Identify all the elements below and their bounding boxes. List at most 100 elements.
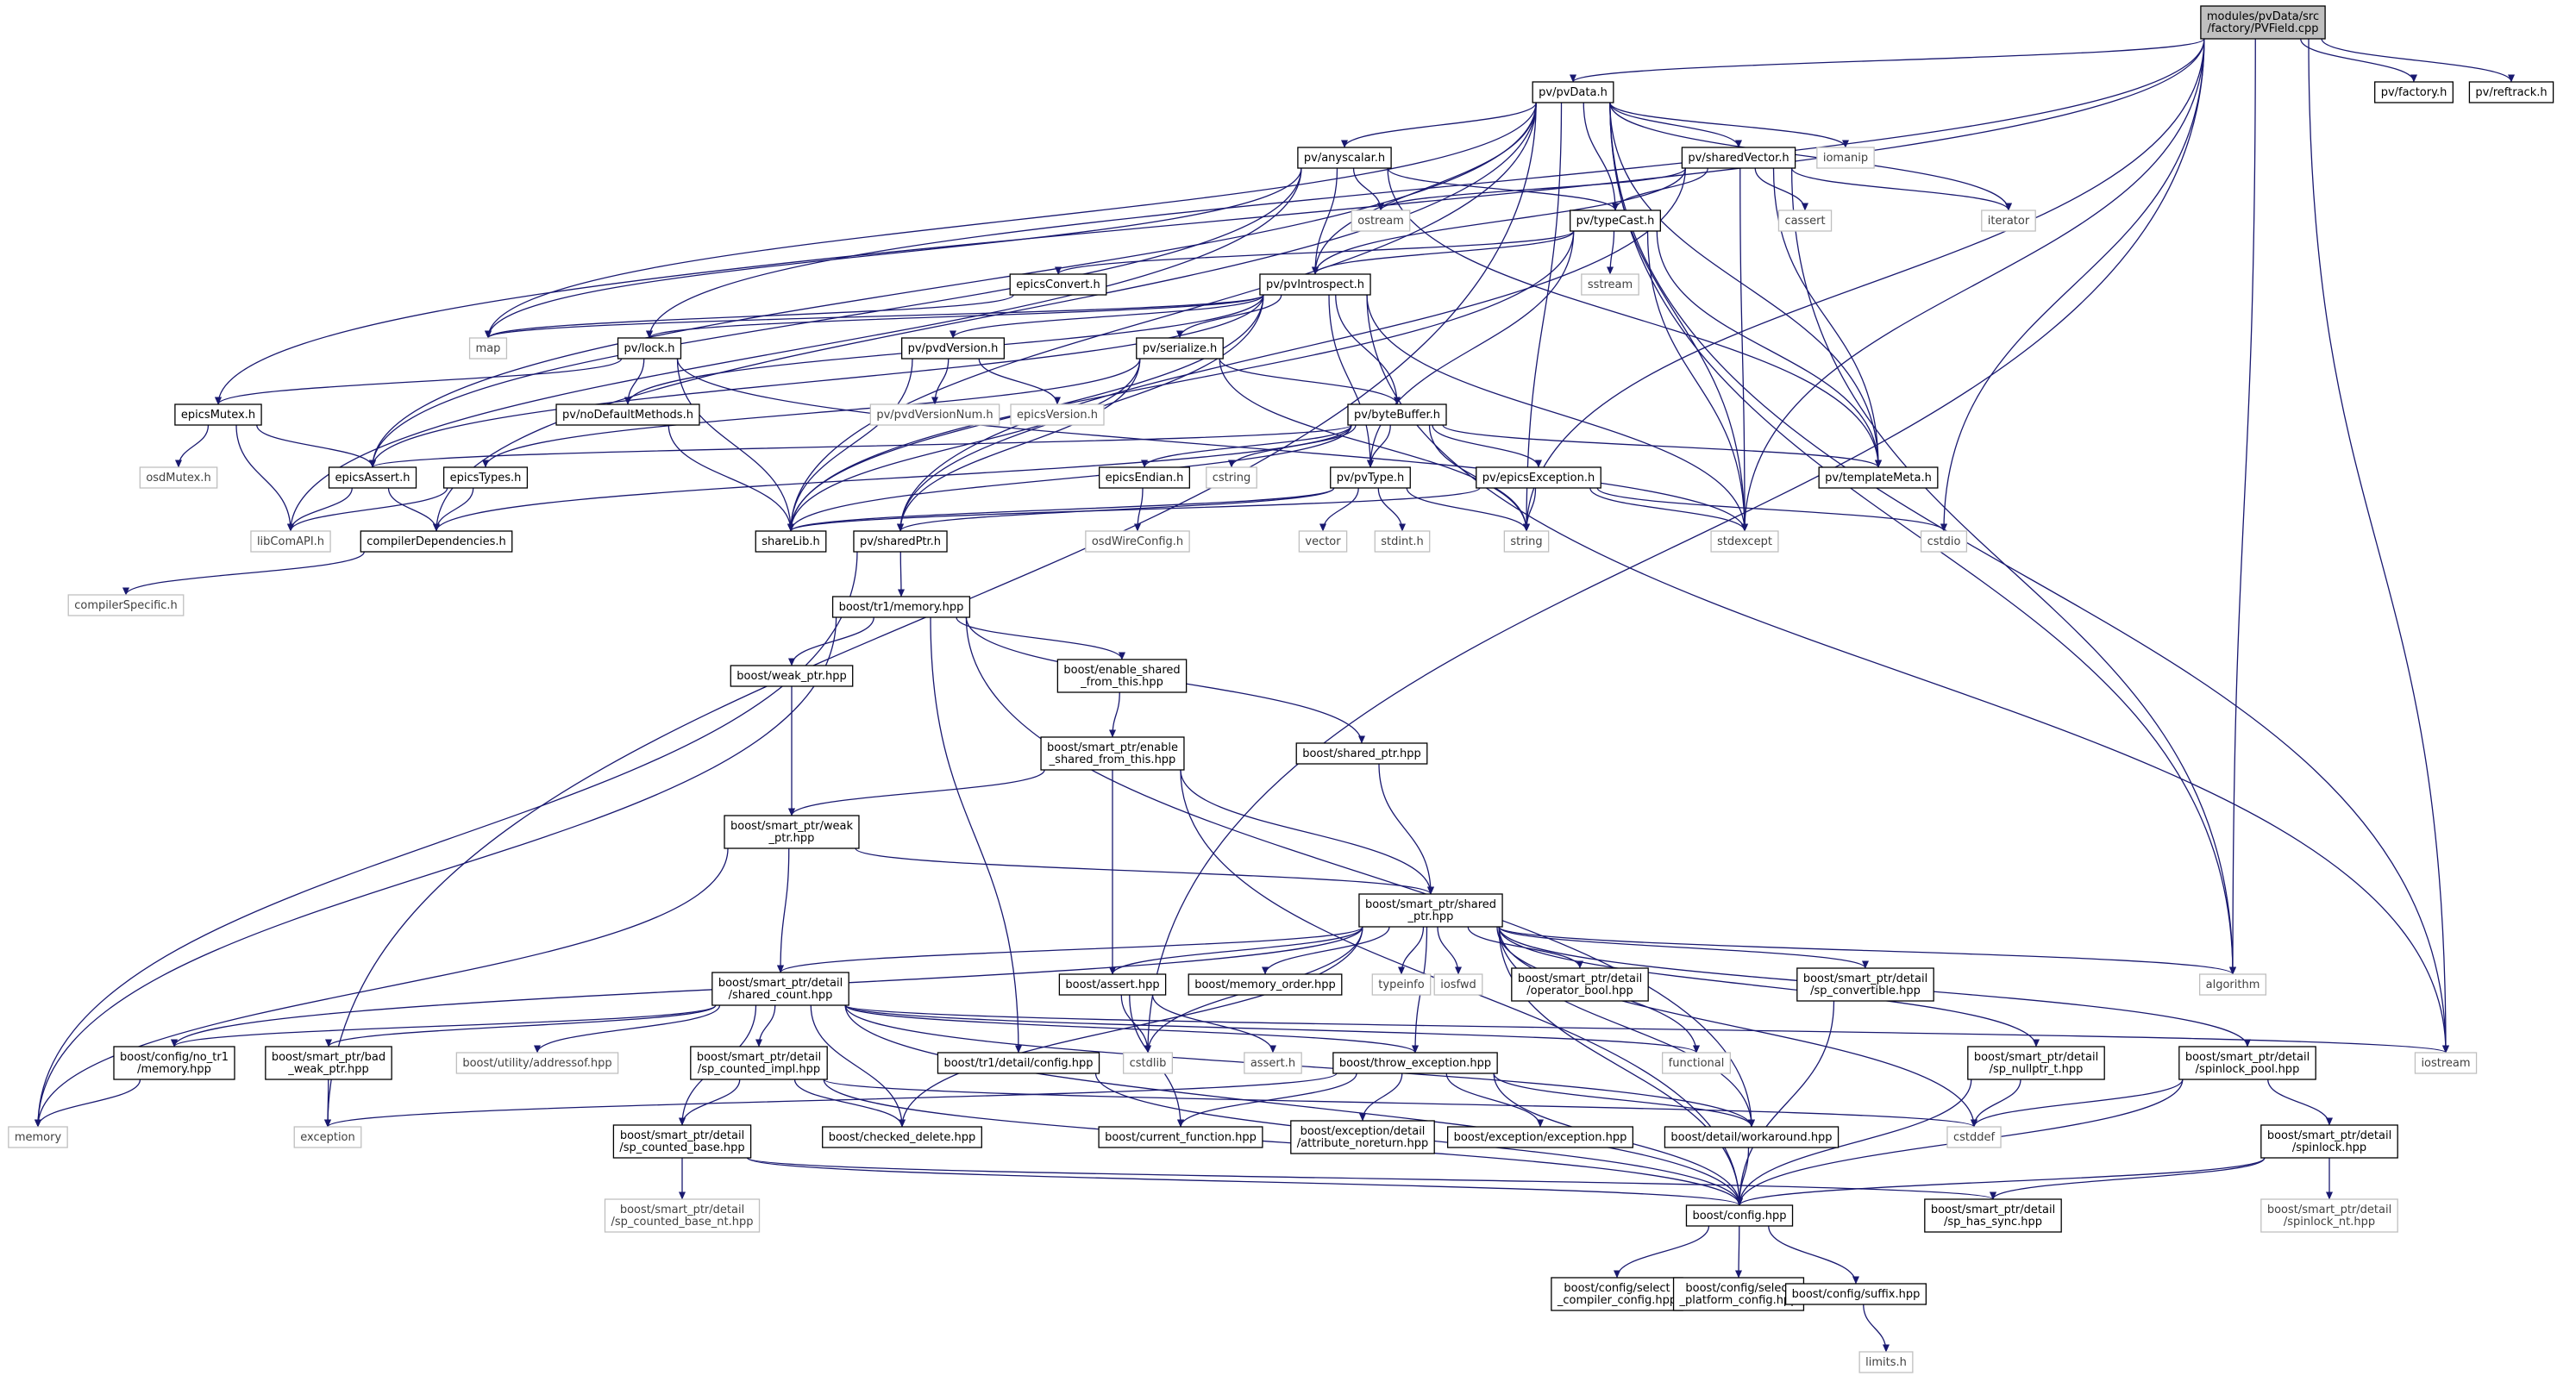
edge-sharedVector-to-pvIntrospect [1312,167,1687,275]
node-box [1511,967,1649,1002]
node-box [1920,530,1968,553]
node-workaround[interactable]: boost/detail/workaround.hpp [1664,1126,1840,1148]
node-assert_hpp[interactable]: boost/assert.hpp [1058,973,1167,996]
node-label: boost/smart_ptr/shared [1365,898,1496,911]
node-config_hpp[interactable]: boost/config.hpp [1685,1204,1794,1227]
node-algorithm: algorithm [2198,973,2267,996]
node-sp_weak_ptr[interactable]: boost/smart_ptr/weak_ptr.hpp [724,815,860,849]
node-byteBuffer[interactable]: pv/byteBuffer.h [1347,403,1447,426]
node-epicsEndian[interactable]: epicsEndian.h [1099,466,1190,489]
node-epicsTypes[interactable]: epicsTypes.h [442,466,529,489]
edge-bad_weak_ptr-to-exception [324,1079,332,1128]
edge-lock-to-stdexcept [676,358,1748,532]
node-tr1memory[interactable]: boost/tr1/memory.hpp [831,596,971,618]
node-label: cstdio [1927,535,1961,548]
node-pvdVersion[interactable]: pv/pvdVersion.h [901,337,1005,360]
edge-pvData-to-map [485,102,1537,339]
node-label: iosfwd [1440,979,1476,991]
node-box [1206,466,1257,489]
node-checked_delete[interactable]: boost/checked_delete.hpp [822,1126,982,1148]
edge-root-to-epicsMutex [215,38,2205,405]
node-select_compiler[interactable]: boost/config/select_compiler_config.hpp [1551,1277,1683,1311]
node-box [1581,273,1639,296]
node-epicsException[interactable]: pv/epicsException.h [1476,466,1601,489]
edge-sp_convertible-to-config_hpp [1736,1000,1835,1206]
edge-pvType-to-string [1406,487,1530,532]
node-sp_nullptr_t[interactable]: boost/smart_ptr/detail/sp_nullptr_t.hpp [1967,1046,2105,1080]
node-shared_count[interactable]: boost/smart_ptr/detail/shared_count.hpp [711,972,849,1006]
node-label: boost/config/select [1564,1282,1670,1295]
node-bad_weak_ptr[interactable]: boost/smart_ptr/bad_weak_ptr.hpp [265,1046,392,1080]
edge-root-to-cstdlib [1144,38,2205,1054]
node-pvData[interactable]: pv/pvData.h [1532,81,1614,103]
node-sp_shared_ptr[interactable]: boost/smart_ptr/shared_ptr.hpp [1358,893,1503,928]
node-label: /spinlock.hpp [2292,1141,2366,1154]
edge-sp_shared_ptr-to-algorithm [1498,926,2236,975]
node-serialize[interactable]: pv/serialize.h [1136,337,1224,360]
node-box [360,530,513,553]
node-label: compilerDependencies.h [367,535,505,548]
edge-root-to-algorithm [2229,38,2256,975]
node-label: stdexcept [1717,535,1772,548]
node-pvType[interactable]: pv/pvType.h [1330,466,1411,489]
node-enable_shared[interactable]: boost/enable_shared_from_this.hpp [1056,659,1188,693]
node-epicsMutex[interactable]: epicsMutex.h [174,403,262,426]
node-factory[interactable]: pv/factory.h [2374,81,2454,103]
node-spinlock_pool[interactable]: boost/smart_ptr/detail/spinlock_pool.hpp [2178,1046,2316,1080]
node-no_tr1[interactable]: boost/config/no_tr1/memory.hpp [113,1046,235,1080]
node-label: _ptr.hpp [1407,910,1454,923]
node-current_function[interactable]: boost/current_function.hpp [1098,1126,1263,1148]
node-select_platform[interactable]: boost/config/select_platform_config.hpp [1672,1277,1805,1311]
node-cstdio: cstdio [1920,530,1968,553]
node-epicsConvert[interactable]: epicsConvert.h [1009,273,1107,296]
edge-root-to-factory [2300,38,2417,83]
node-noDefaultMethods[interactable]: pv/noDefaultMethods.h [555,403,700,426]
edge-sp_shared_ptr-to-checked_delete [899,926,1363,1128]
node-sp_counted_impl[interactable]: boost/smart_ptr/detail/sp_counted_impl.h… [690,1046,828,1080]
node-operator_bool[interactable]: boost/smart_ptr/detail/operator_bool.hpp [1511,967,1649,1002]
node-shareLib[interactable]: shareLib.h [755,530,827,553]
edge-epicsMutex-to-libComAPI [235,424,294,532]
node-weak_ptr[interactable]: boost/weak_ptr.hpp [730,665,854,687]
node-compilerDependencies[interactable]: compilerDependencies.h [360,530,513,553]
node-sharedVector[interactable]: pv/sharedVector.h [1681,147,1796,169]
node-box [1298,530,1348,553]
node-throw_exception[interactable]: boost/throw_exception.hpp [1332,1052,1498,1074]
node-sharedPtr[interactable]: pv/sharedPtr.h [853,530,948,553]
edge-serialize-to-shareLib [787,358,1141,532]
node-functional: functional [1662,1052,1731,1074]
edge-pvIntrospect-to-pvType [1328,294,1374,468]
node-sp_has_sync[interactable]: boost/smart_ptr/detail/sp_has_sync.hpp [1924,1198,2062,1233]
node-sp_counted_base[interactable]: boost/smart_ptr/detail/sp_counted_base.h… [612,1124,752,1159]
node-root[interactable]: modules/pvData/src/factory/PVField.cpp [2200,5,2326,40]
node-label: iterator [1988,215,2030,228]
edge-root-to-cstdio [1940,38,2205,532]
edge-lock-to-epicsMutex [215,358,623,405]
node-label: stdint.h [1381,535,1423,548]
node-sp_convertible[interactable]: boost/smart_ptr/detail/sp_convertible.hp… [1796,967,1934,1002]
node-lock[interactable]: pv/lock.h [617,337,682,360]
edge-no_tr1-to-memory [34,1079,141,1128]
node-reftrack[interactable]: pv/reftrack.h [2468,81,2554,103]
node-epicsVersion: epicsVersion.h [1010,403,1105,426]
node-label: vector [1305,535,1341,548]
node-exception_hpp[interactable]: boost/exception/exception.hpp [1446,1126,1634,1148]
node-pvIntrospect[interactable]: pv/pvIntrospect.h [1259,273,1371,296]
node-box [1551,1277,1683,1311]
edge-enable_shared-to-sp_enable_shared [1109,691,1120,738]
node-box [901,337,1005,360]
node-box [2198,973,2267,996]
node-memory_order[interactable]: boost/memory_order.hpp [1188,973,1343,996]
node-typeCast[interactable]: pv/typeCast.h [1570,209,1661,232]
node-tr1_config[interactable]: boost/tr1/detail/config.hpp [937,1052,1100,1074]
node-label: pv/epicsException.h [1482,472,1595,485]
node-epicsAssert[interactable]: epicsAssert.h [328,466,417,489]
node-templateMeta[interactable]: pv/templateMeta.h [1818,466,1939,489]
node-spinlock[interactable]: boost/smart_ptr/detail/spinlock.hpp [2260,1124,2398,1159]
node-anyscalar[interactable]: pv/anyscalar.h [1297,147,1392,169]
node-sp_enable_shared[interactable]: boost/smart_ptr/enable_shared_from_this.… [1040,736,1185,771]
node-suffix[interactable]: boost/config/suffix.hpp [1784,1283,1927,1305]
edge-epicsTypes-to-compilerDependencies [433,487,474,532]
node-attribute_noreturn[interactable]: boost/exception/detail/attribute_noretur… [1290,1120,1435,1154]
node-shared_ptr[interactable]: boost/shared_ptr.hpp [1295,742,1428,765]
